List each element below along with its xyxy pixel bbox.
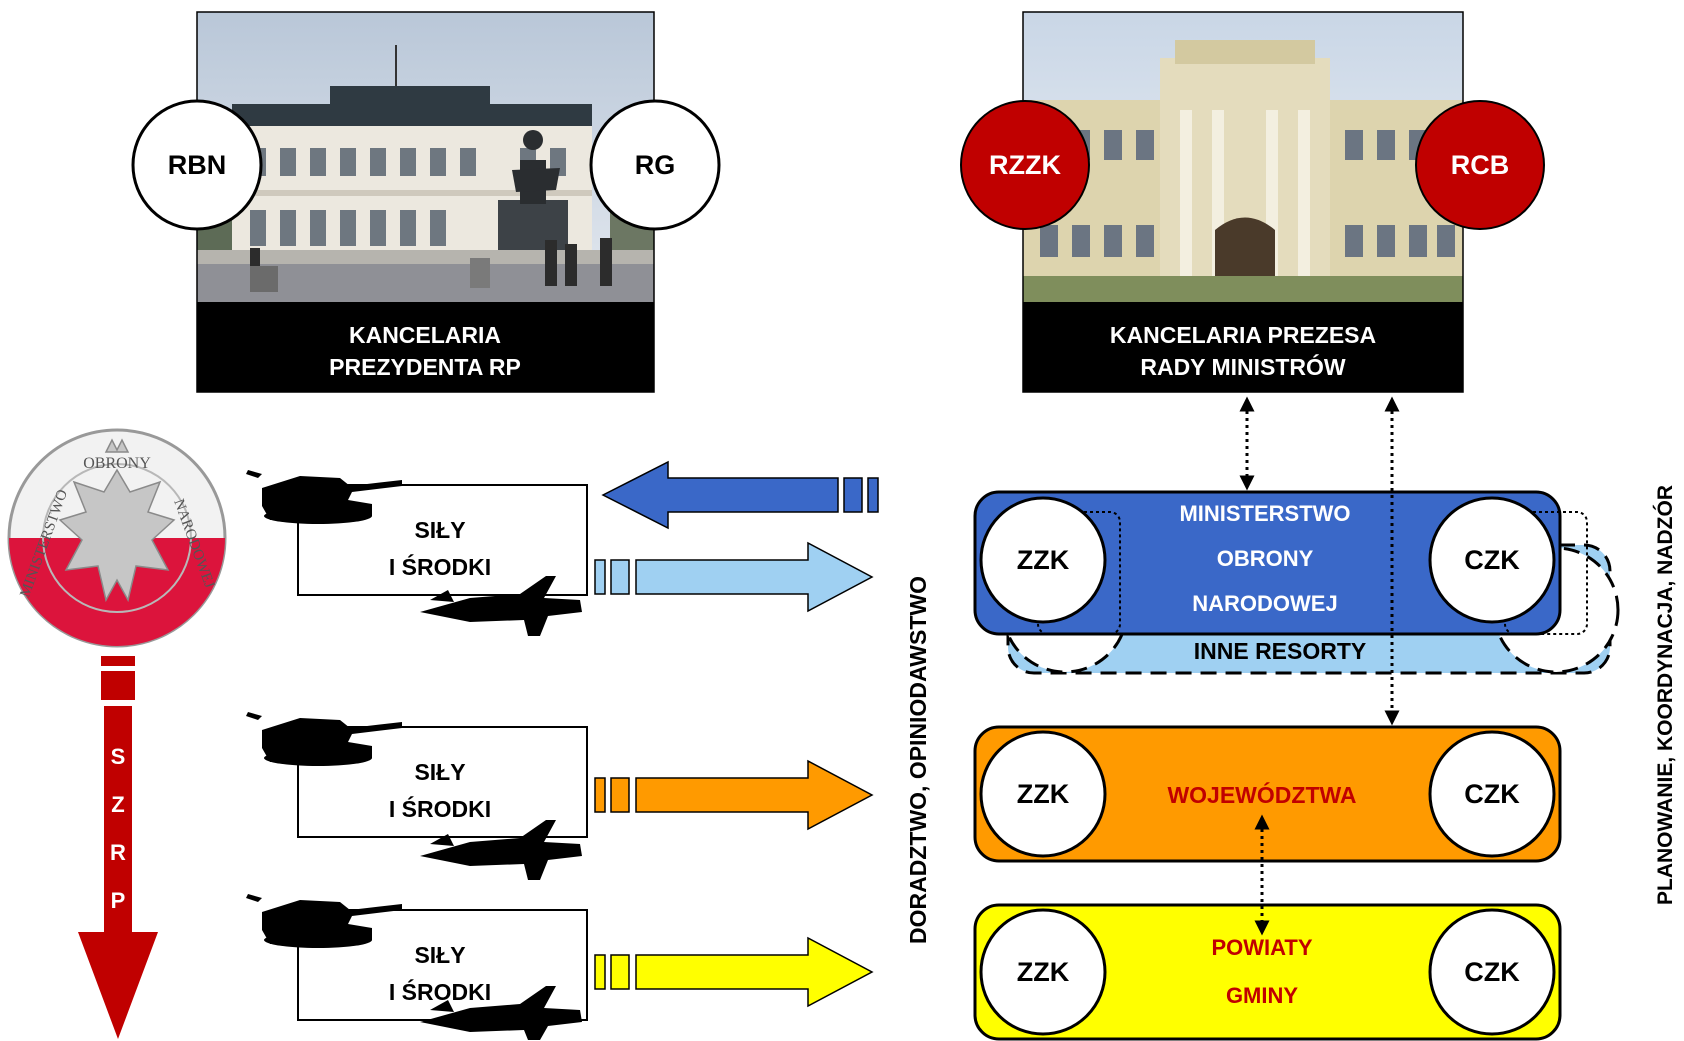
ministry-zzk-circle: ZZK (979, 496, 1107, 624)
ministry-box: ZZK CZK MINISTERSTWO OBRONY NARODOWEJ (973, 490, 1588, 636)
rg-label: RG (635, 150, 676, 180)
voivodeships-czk-circle: CZK (1428, 730, 1556, 858)
ministry-czk-label: CZK (1464, 545, 1520, 575)
forces-box-1-line2: I ŚRODKI (389, 553, 491, 580)
other-ministries-label: INNE RESORTY (1194, 638, 1367, 664)
szrp-arrow: S Z R P (78, 656, 158, 1039)
tank-icon (246, 470, 402, 524)
chancellery-photo (1023, 12, 1463, 302)
ministry-line3: NARODOWEJ (1192, 591, 1337, 616)
voivodeships-czk-label: CZK (1464, 779, 1520, 809)
szrp-letter-z: Z (111, 792, 124, 817)
forces-box-3-line1: SIŁY (414, 942, 465, 968)
districts-zzk-label: ZZK (1017, 957, 1070, 987)
presidential-caption-line2: PREZYDENTA RP (329, 354, 521, 380)
jet-icon (420, 986, 582, 1040)
ministry-line2: OBRONY (1217, 546, 1314, 571)
forces-box-2-line2: I ŚRODKI (389, 795, 491, 822)
districts-zzk-circle: ZZK (979, 908, 1107, 1036)
tank-icon (246, 712, 402, 766)
jet-icon (420, 820, 582, 880)
forces-box-2-line1: SIŁY (414, 759, 465, 785)
districts-czk-circle: CZK (1428, 908, 1556, 1036)
districts-line1: POWIATY (1211, 935, 1312, 960)
districts-line2: GMINY (1226, 983, 1298, 1008)
voivodeships-zzk-label: ZZK (1017, 779, 1070, 809)
presidential-palace-photo (197, 12, 654, 302)
jet-icon (420, 576, 582, 636)
arrow-right-yellow (594, 936, 874, 1008)
szrp-letter-p: P (111, 888, 126, 913)
rbn-circle: RBN (131, 99, 263, 231)
rcb-circle: RCB (1415, 100, 1545, 230)
rg-circle: RG (589, 99, 721, 231)
arrow-left-blue (601, 460, 879, 530)
ministry-line1: MINISTERSTWO (1179, 501, 1350, 526)
voivodeships-label: WOJEWÓDZTWA (1167, 781, 1356, 808)
districts-box: ZZK CZK POWIATY GMINY (973, 903, 1562, 1041)
tank-icon (246, 894, 402, 948)
emblem-text-top: OBRONY (83, 455, 151, 472)
szrp-letter-r: R (110, 840, 126, 865)
voivodeships-zzk-circle: ZZK (979, 730, 1107, 858)
forces-box-3-line2: I ŚRODKI (389, 978, 491, 1005)
rzzk-circle: RZZK (960, 100, 1090, 230)
chancellery-caption-bar (1023, 302, 1463, 392)
dotted-connectors (1239, 396, 1400, 936)
ministry-czk-circle: CZK (1428, 496, 1556, 624)
rzzk-label: RZZK (989, 150, 1061, 180)
arrow-right-orange (594, 759, 874, 831)
forces-box-1-line1: SIŁY (414, 517, 465, 543)
chancellery-caption-line1: KANCELARIA PREZESA (1110, 322, 1376, 348)
planning-label: PLANOWANIE, KOORDYNACJA, NADZÓR (1653, 485, 1677, 905)
ministry-zzk-label: ZZK (1017, 545, 1070, 575)
arrow-right-lightblue (594, 541, 874, 613)
mon-emblem: OBRONY MINISTERSTWO NARODOWEJ (7, 428, 227, 648)
rbn-label: RBN (168, 150, 227, 180)
advisory-label: DORADZTWO, OPINIODAWSTWO (905, 576, 931, 944)
districts-czk-label: CZK (1464, 957, 1520, 987)
chancellery-caption-line2: RADY MINISTRÓW (1140, 353, 1346, 380)
szrp-letter-s: S (111, 744, 126, 769)
rcb-label: RCB (1451, 150, 1510, 180)
presidential-caption-line1: KANCELARIA (349, 322, 501, 348)
voivodeships-box: ZZK CZK WOJEWÓDZTWA (973, 725, 1562, 863)
presidential-caption-bar (197, 302, 654, 392)
